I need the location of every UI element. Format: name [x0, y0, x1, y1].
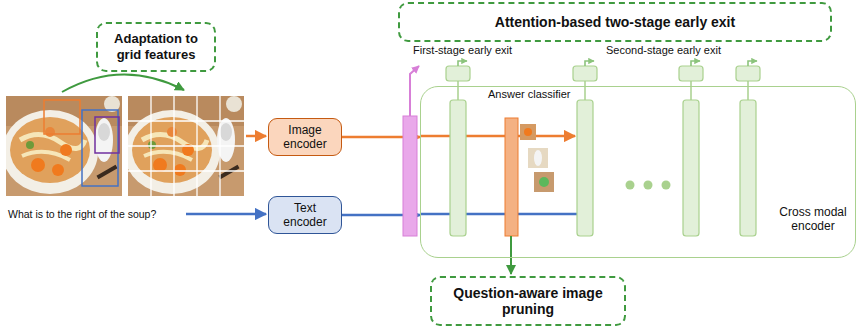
stage-label: Second-stage early exit	[606, 44, 721, 57]
node-text: Cross modal encoder	[775, 205, 851, 233]
node-text: Image encoder	[275, 123, 335, 151]
stage-label: First-stage early exit	[413, 44, 512, 57]
encoder-region: Cross modal encoder	[420, 86, 856, 258]
node-text: Text encoder	[275, 201, 335, 229]
callout-box: Question-aware image pruning	[430, 276, 626, 326]
question-text: What is to the right of the soup?	[8, 208, 156, 221]
node-text: Adaptation to grid features	[104, 31, 208, 63]
encoder-box: Image encoder	[268, 118, 342, 156]
node-text: Question-aware image pruning	[438, 285, 618, 317]
callout-box: Attention-based two-stage early exit	[398, 2, 832, 42]
encoder-box: Text encoder	[268, 196, 342, 234]
callout-box: Adaptation to grid features	[96, 22, 216, 72]
component-label: Answer classifier	[488, 88, 571, 101]
node-text: Attention-based two-stage early exit	[495, 14, 735, 30]
